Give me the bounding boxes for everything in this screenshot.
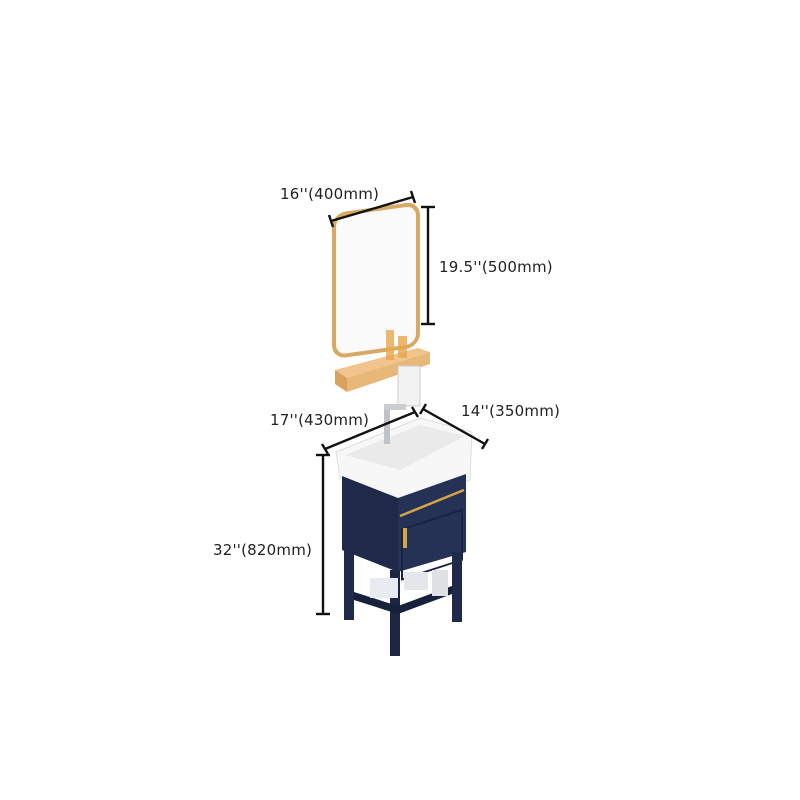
wood-shelf [335, 330, 430, 407]
basin [335, 404, 473, 501]
mirror-height-label: 19.5''(500mm) [439, 258, 553, 276]
basin-width-label: 17''(430mm) [270, 411, 370, 429]
towel [397, 365, 421, 407]
cabinet [342, 474, 466, 656]
perfume-bottle [398, 336, 407, 358]
dimension-lines [316, 190, 490, 616]
perfume-bottle [386, 330, 394, 360]
mirror-width-label: 16''(400mm) [280, 185, 380, 203]
towels [370, 578, 398, 598]
basin-depth-label: 14''(350mm) [461, 402, 561, 420]
door-handle [403, 528, 407, 548]
mirror [332, 202, 420, 358]
cabinet-height-label: 32''(820mm) [213, 541, 313, 559]
